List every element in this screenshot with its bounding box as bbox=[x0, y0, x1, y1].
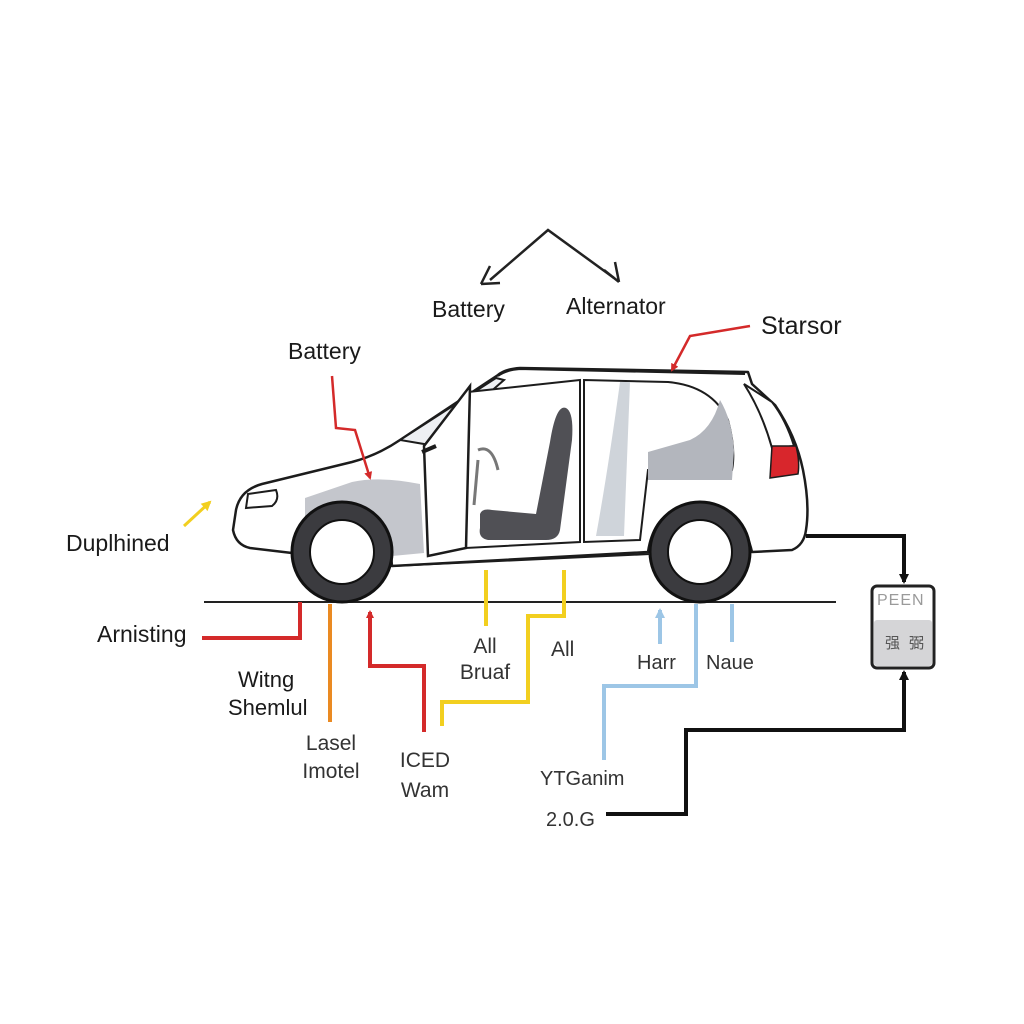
alternator-label: Alternator bbox=[566, 293, 666, 319]
lasel-label: Lasel Imotel bbox=[300, 730, 362, 786]
body-shading bbox=[305, 479, 424, 556]
roof-line bbox=[497, 367, 746, 377]
lasel-line1: Lasel bbox=[305, 732, 357, 755]
rear-wheel bbox=[648, 500, 752, 604]
wire-yellow-bruaf bbox=[440, 570, 566, 726]
wire-blue-ytganim bbox=[602, 604, 698, 760]
all-bruaf-line1: All bbox=[473, 635, 497, 658]
starsor-pointer-arrow bbox=[670, 324, 751, 372]
wire-red-arnisting bbox=[202, 602, 302, 640]
steering-wheel bbox=[477, 447, 500, 471]
battery-pointer-arrow bbox=[330, 375, 373, 480]
duplined-label: Duplhined bbox=[66, 530, 170, 556]
battery-top-label: Battery bbox=[432, 296, 505, 322]
harr-label: Harr bbox=[637, 652, 676, 674]
component-box bbox=[870, 584, 936, 670]
rear-window-shading bbox=[648, 400, 734, 480]
duplined-pointer-arrow bbox=[182, 500, 212, 528]
all-bruaf-label: All Bruaf bbox=[454, 634, 516, 686]
arnisting-label: Arnisting bbox=[97, 621, 187, 647]
ytganim-label: YTGanim bbox=[540, 768, 625, 790]
iced-line1: ICED bbox=[399, 749, 451, 772]
version-label: 2.0.G bbox=[546, 809, 595, 831]
double-arrow-icon bbox=[479, 228, 621, 286]
open-front-door bbox=[422, 382, 472, 558]
witng-label: Witng Shemlul bbox=[228, 666, 307, 722]
naue-label: Naue bbox=[706, 652, 754, 674]
witng-line2: Shemlul bbox=[228, 695, 308, 720]
car-illustration bbox=[231, 366, 809, 604]
starsor-label: Starsor bbox=[761, 312, 842, 340]
headlight bbox=[244, 488, 279, 510]
all-bruaf-line2: Bruaf bbox=[459, 661, 511, 684]
lasel-line2: Imotel bbox=[302, 760, 360, 783]
battery-left-label: Battery bbox=[288, 338, 361, 364]
witng-line1: Witng bbox=[238, 667, 295, 692]
wire-black-from-version bbox=[606, 670, 909, 816]
wire-red-iced bbox=[366, 610, 426, 732]
tail-light bbox=[769, 445, 800, 479]
component-box-subtitle: 强 弼 bbox=[885, 634, 925, 652]
iced-label: ICED Wam bbox=[396, 746, 454, 806]
wire-black-to-component bbox=[806, 534, 909, 584]
all-right-label: All bbox=[551, 638, 575, 661]
component-box-title: PEEN bbox=[877, 592, 925, 609]
seat bbox=[479, 407, 573, 540]
front-wheel bbox=[290, 500, 394, 604]
iced-line2: Wam bbox=[400, 779, 450, 802]
